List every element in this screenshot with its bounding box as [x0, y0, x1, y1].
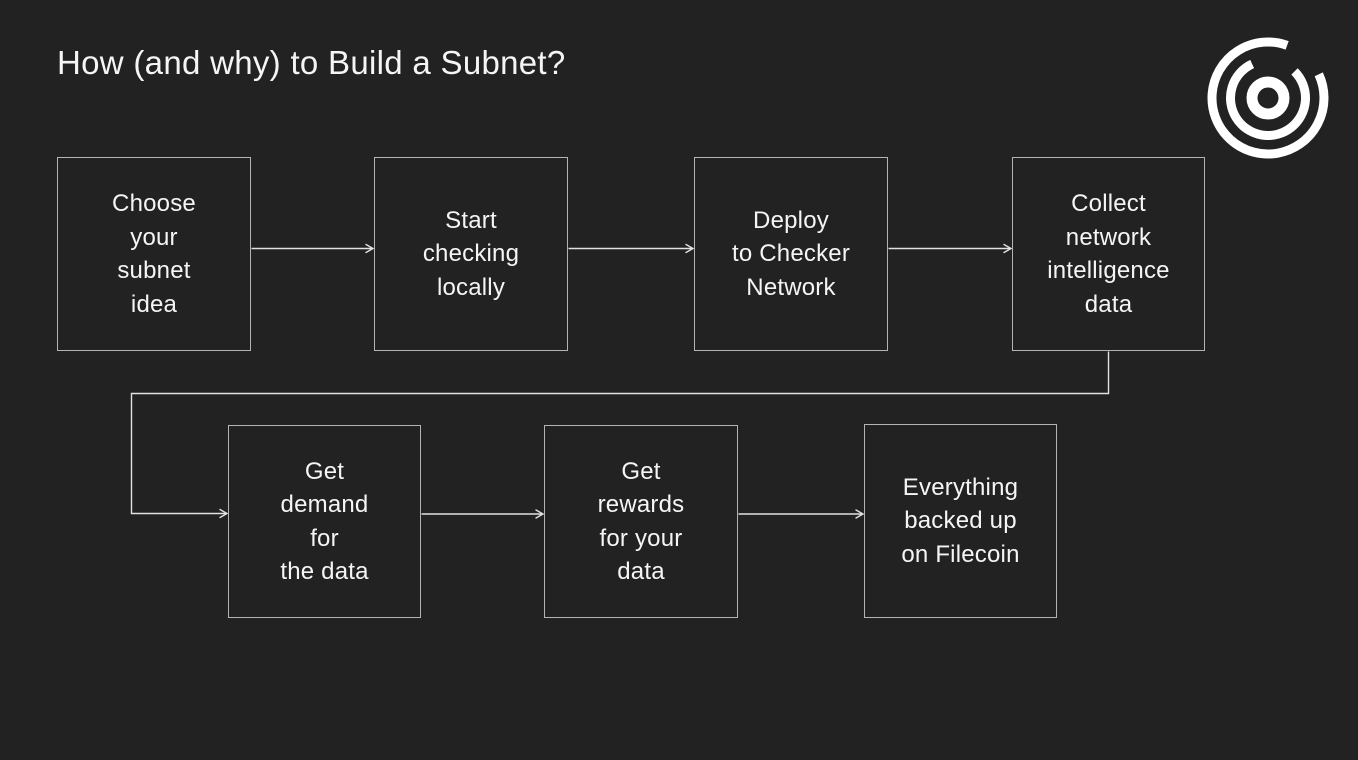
logo-outer-arc: [1207, 37, 1329, 159]
flow-node-label: Get demand for the data: [280, 457, 369, 586]
flow-node-choose-idea: Choose your subnet idea: [57, 157, 251, 351]
flow-node-get-rewards: Get rewards for your data: [544, 425, 738, 618]
flow-node-deploy-checker: Deploy to Checker Network: [694, 157, 888, 351]
flow-node-label: Start checking locally: [422, 206, 520, 301]
logo-middle-arc: [1226, 59, 1310, 140]
flow-node-label: Collect network intelligence data: [1047, 190, 1170, 318]
flow-node-label: Everything backed up on Filecoin: [901, 473, 1020, 568]
flow-node-label: Get rewards for your data: [597, 457, 685, 586]
flow-node-get-demand: Get demand for the data: [228, 425, 421, 618]
flow-node-check-locally: Start checking locally: [374, 157, 568, 351]
flow-node-filecoin-backup: Everything backed up on Filecoin: [864, 424, 1057, 618]
logo-inner-ring: [1246, 76, 1290, 120]
flow-node-collect-data: Collect network intelligence data: [1012, 157, 1205, 351]
slide-title: How (and why) to Build a Subnet?: [57, 44, 566, 81]
flow-node-label: Choose your subnet idea: [112, 190, 196, 318]
checker-network-spiral-logo-icon: [1207, 37, 1329, 159]
flow-node-label: Deploy to Checker Network: [731, 206, 851, 301]
